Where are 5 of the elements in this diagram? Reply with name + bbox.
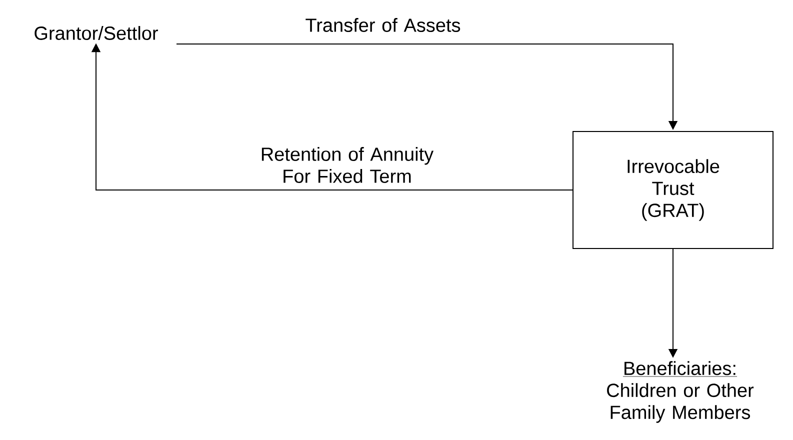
edge-label: Transfer of Assets bbox=[306, 18, 460, 32]
bare-text: Beneficiaries: Children or Other Family Members bbox=[607, 361, 754, 423]
process-box: Irrevocable Trust (GRAT) bbox=[572, 131, 774, 249]
bare-text: Grantor/Settlor bbox=[34, 26, 158, 40]
edge-label: Retention of Annuity For Fixed Term bbox=[262, 147, 434, 183]
